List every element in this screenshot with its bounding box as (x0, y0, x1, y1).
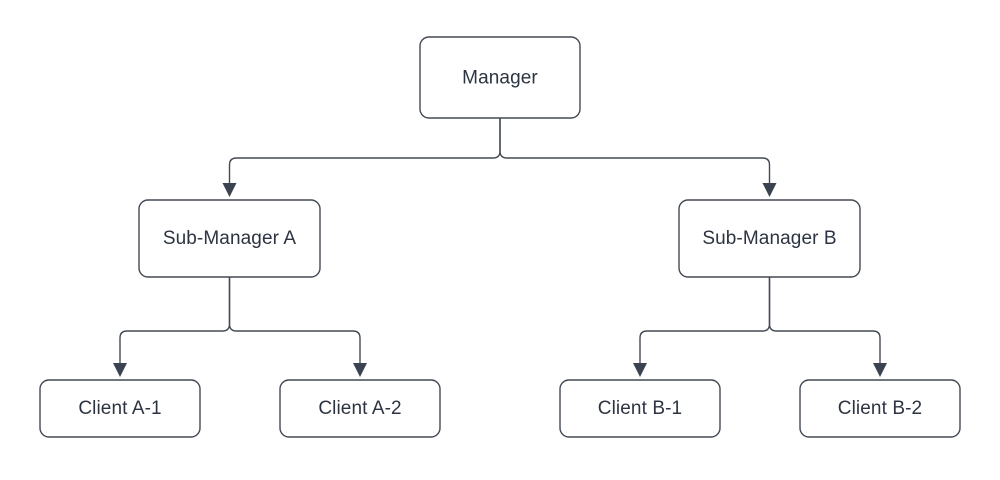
node-sub-manager-b[interactable]: Sub-Manager B (678, 199, 861, 278)
node-manager-label: Manager (462, 68, 538, 89)
node-client-b1[interactable]: Client B-1 (559, 379, 721, 438)
node-client-a2-label: Client A-2 (318, 398, 401, 419)
edge-stem-manager (228, 117, 501, 186)
node-client-b1-box[interactable] (559, 379, 721, 438)
edge-manager-to-submanagers (222, 117, 777, 197)
arrowhead-client-b2 (873, 363, 887, 377)
arrowhead-client-a2 (353, 363, 367, 377)
node-client-b2-box[interactable] (799, 379, 961, 438)
node-manager[interactable]: Manager (419, 36, 581, 119)
node-client-a2[interactable]: Client A-2 (279, 379, 441, 438)
arrowhead-client-b1 (633, 363, 647, 377)
arrowhead-submanager-b (762, 183, 777, 197)
arrowhead-client-a1 (113, 363, 127, 377)
arrowhead-submanager-a (222, 183, 237, 197)
node-client-a1-box[interactable] (39, 379, 201, 438)
edge-branch-to-submanager-b (499, 117, 771, 186)
edge-submanager-a-to-client-a1 (119, 276, 231, 366)
node-client-b1-label: Client B-1 (598, 398, 682, 419)
edge-submanager-a-to-clients (113, 276, 367, 377)
node-client-b2-label: Client B-2 (838, 398, 922, 419)
node-sub-manager-a-label: Sub-Manager A (163, 228, 297, 249)
node-manager-box[interactable] (419, 36, 581, 119)
node-sub-manager-a-box[interactable] (138, 199, 321, 278)
node-client-a1[interactable]: Client A-1 (39, 379, 201, 438)
edge-submanager-b-to-client-b2 (768, 276, 881, 366)
edge-submanager-a-to-client-a2 (228, 276, 361, 366)
node-sub-manager-b-label: Sub-Manager B (702, 228, 836, 249)
node-client-a2-box[interactable] (279, 379, 441, 438)
node-client-a1-label: Client A-1 (78, 398, 161, 419)
node-sub-manager-b-box[interactable] (678, 199, 861, 278)
edge-submanager-b-to-client-b1 (639, 276, 771, 366)
node-sub-manager-a[interactable]: Sub-Manager A (138, 199, 321, 278)
edge-submanager-b-to-clients (633, 276, 887, 377)
node-client-b2[interactable]: Client B-2 (799, 379, 961, 438)
